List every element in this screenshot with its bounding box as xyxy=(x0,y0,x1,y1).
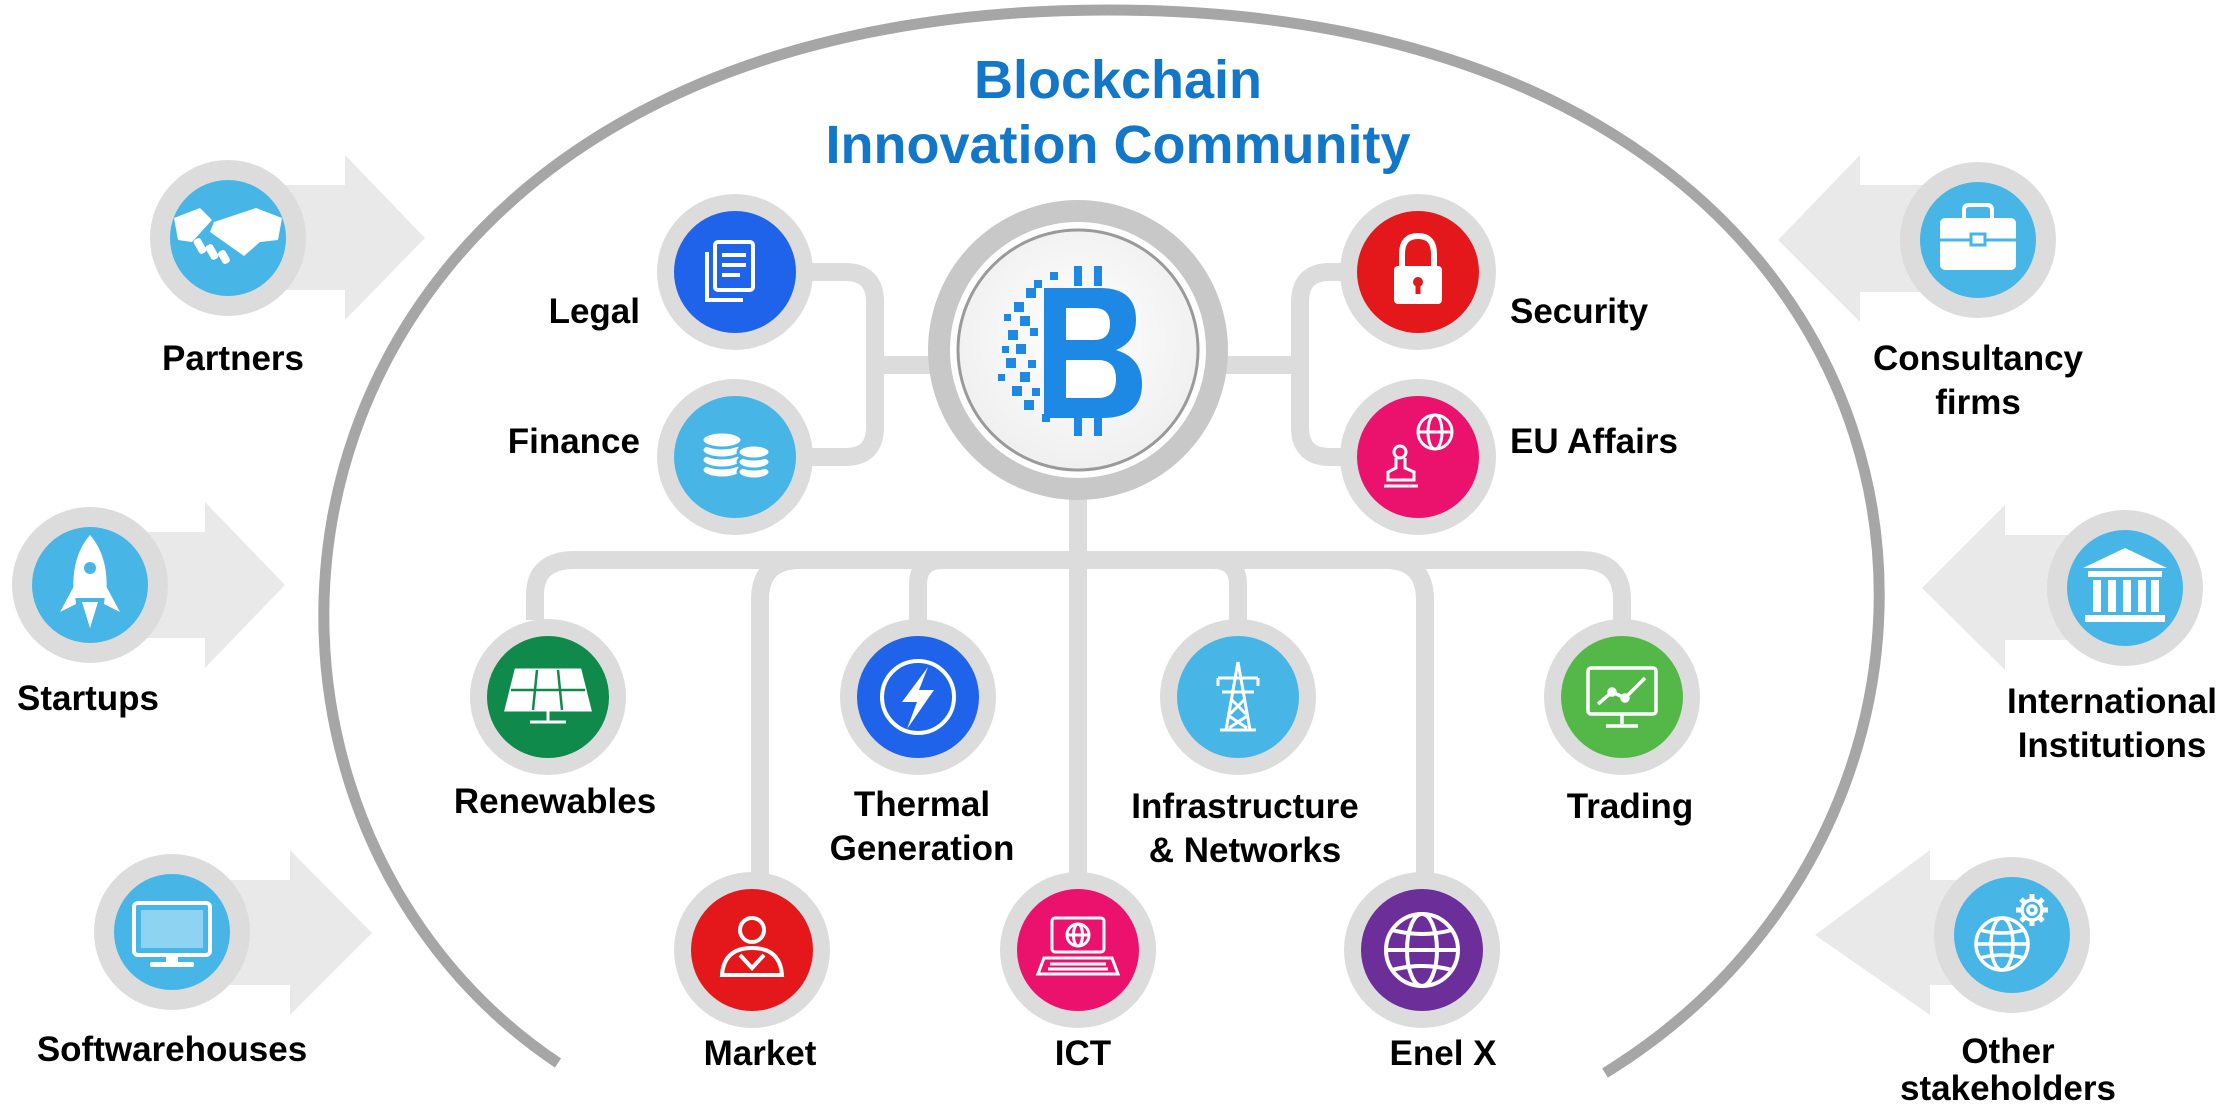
solar-panel-icon xyxy=(504,668,592,724)
node-thermal xyxy=(840,619,996,775)
partners-label: Partners xyxy=(161,339,305,378)
stakeholder-other xyxy=(1934,857,2090,1013)
title-line-1: Blockchain xyxy=(973,50,1263,110)
consultancy-label-line-2: firms xyxy=(1935,383,2021,422)
node-renewables xyxy=(470,619,626,775)
rocket-icon xyxy=(60,535,120,628)
legal-label: Legal xyxy=(548,292,640,331)
renewables-label: Renewables xyxy=(453,782,657,821)
stakeholder-arrows xyxy=(140,155,2085,1015)
institution-building-icon xyxy=(2083,548,2167,622)
title-line-2: Innovation Community xyxy=(825,115,1411,175)
legal-circle xyxy=(674,211,796,333)
thermal-label-line-1: Thermal xyxy=(853,785,991,824)
arrow-partners xyxy=(255,155,425,320)
market-label: Market xyxy=(703,1034,817,1073)
connector-market xyxy=(751,551,801,880)
handshake-icon xyxy=(174,208,282,264)
infrastructure-label-line-1: Infrastructure xyxy=(1131,787,1359,826)
coin-stack-icon xyxy=(700,430,772,481)
connector-legal-finance xyxy=(808,263,884,466)
globe-gear-icon xyxy=(1974,894,2048,972)
finance-label: Finance xyxy=(507,422,640,461)
softwarehouses-label: Softwarehouses xyxy=(36,1030,308,1069)
power-pylon-icon xyxy=(1216,661,1260,732)
international-label-line-1: International xyxy=(2006,682,2218,721)
node-finance xyxy=(657,379,813,535)
node-infrastructure xyxy=(1160,619,1316,775)
arrow-startups xyxy=(140,502,285,668)
node-enel-x xyxy=(1344,872,1500,1028)
eu-affairs-circle xyxy=(1357,396,1479,518)
stakeholder-startups xyxy=(12,507,168,663)
core-node xyxy=(928,200,1228,500)
other-label-line-1: Other xyxy=(1961,1032,2055,1071)
arrow-consultancy xyxy=(1778,155,1940,322)
stakeholder-consultancy xyxy=(1900,162,2056,318)
briefcase-icon xyxy=(1940,203,2016,270)
ict-circle xyxy=(1017,889,1139,1011)
padlock-icon xyxy=(1394,232,1442,304)
enel-x-label: Enel X xyxy=(1389,1034,1497,1073)
other-label-line-2: stakeholders xyxy=(1900,1069,2116,1107)
documents-icon xyxy=(705,240,755,302)
startups-label: Startups xyxy=(17,679,159,718)
stakeholder-softwarehouses xyxy=(94,854,250,1010)
infrastructure-circle xyxy=(1177,636,1299,758)
stakeholder-partners xyxy=(150,160,306,316)
node-legal xyxy=(657,194,813,350)
connector-thermal xyxy=(909,551,944,625)
node-eu-affairs xyxy=(1340,379,1496,535)
globe-icon xyxy=(1384,912,1460,988)
blockchain-b-icon xyxy=(998,266,1142,436)
node-market xyxy=(674,872,830,1028)
node-security xyxy=(1340,194,1496,350)
laptop-globe-icon xyxy=(1035,916,1121,976)
arrow-international xyxy=(1922,505,2085,670)
infrastructure-label-line-2: & Networks xyxy=(1148,831,1342,870)
trading-label: Trading xyxy=(1566,787,1694,826)
connectors xyxy=(526,263,1631,880)
node-ict xyxy=(1000,872,1156,1028)
ict-label: ICT xyxy=(1054,1034,1112,1073)
monitor-icon xyxy=(132,901,212,967)
node-trading xyxy=(1544,619,1700,775)
thermal-label-line-2: Generation xyxy=(829,829,1015,868)
connector-enel-x xyxy=(1384,551,1434,880)
stakeholder-international xyxy=(2047,510,2203,666)
lightning-icon xyxy=(880,659,956,735)
connector-infrastructure xyxy=(1212,551,1247,625)
community-arc xyxy=(318,4,1885,1078)
arrow-softwarehouses xyxy=(225,850,372,1015)
consultancy-label-line-1: Consultancy xyxy=(1872,339,2084,378)
international-label-line-2: Institutions xyxy=(2017,726,2207,765)
eu-affairs-label: EU Affairs xyxy=(1510,422,1678,461)
chart-monitor-icon xyxy=(1586,666,1658,728)
stamp-globe-icon xyxy=(1384,413,1454,488)
security-label: Security xyxy=(1510,292,1649,331)
person-icon xyxy=(719,916,785,977)
